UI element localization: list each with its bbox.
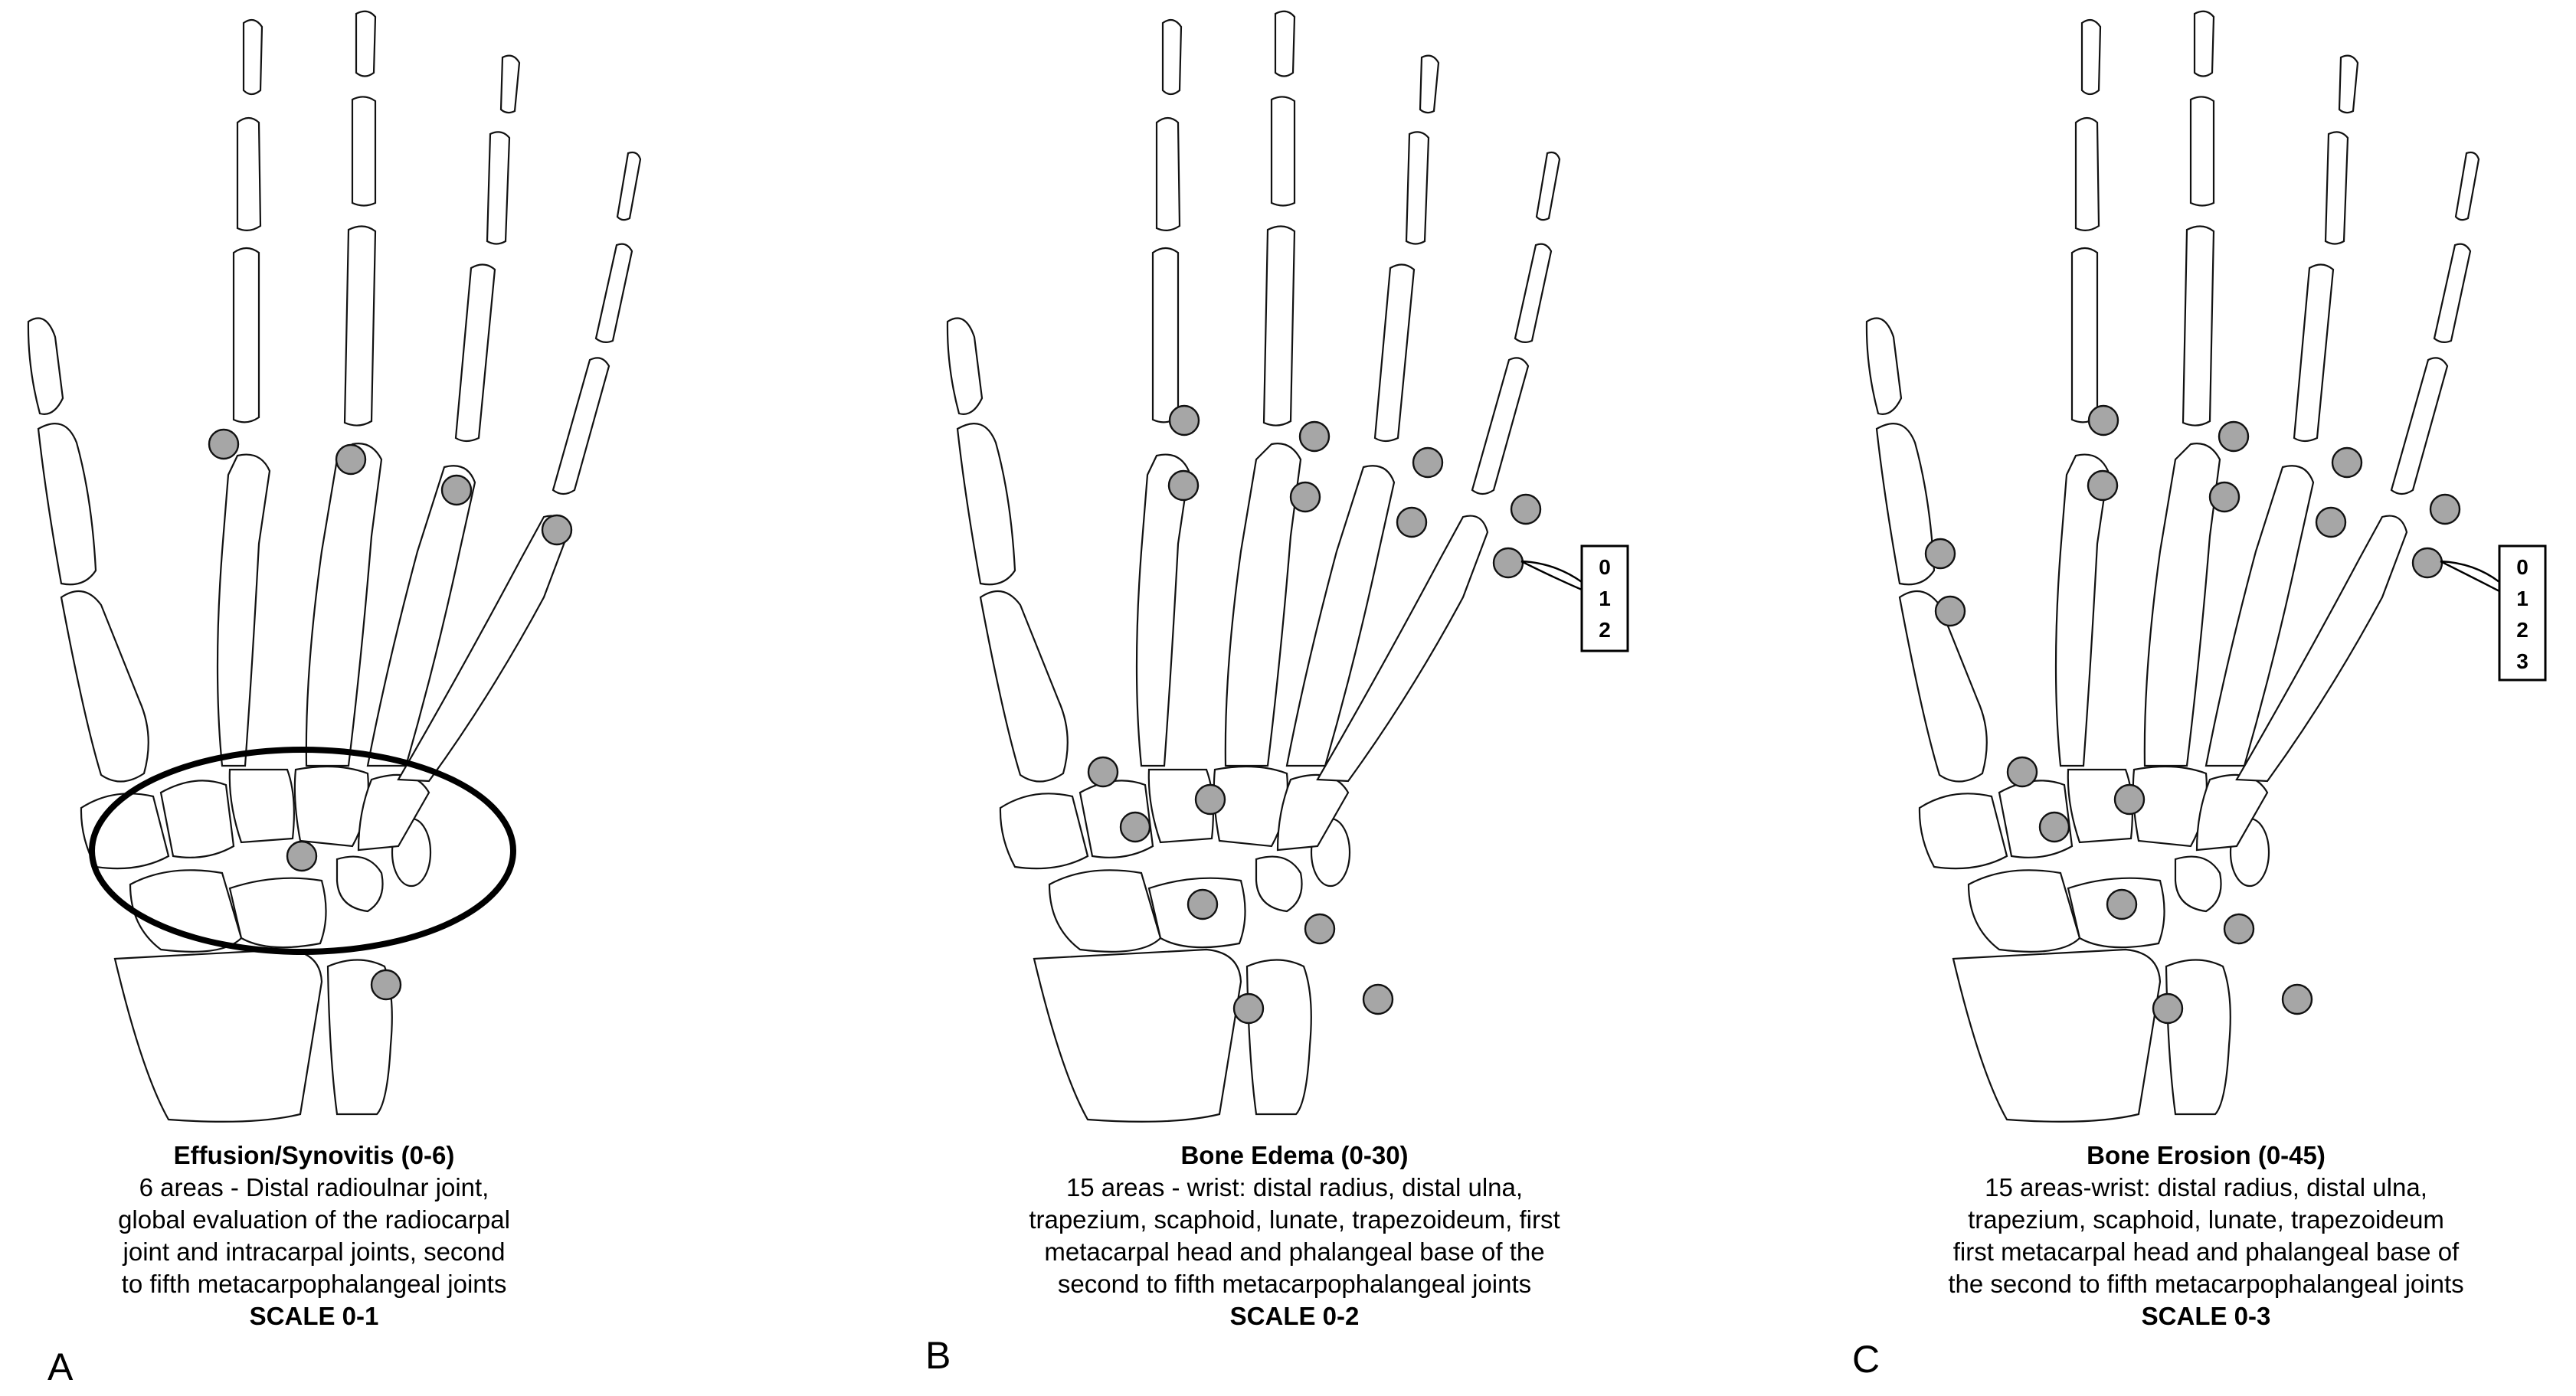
joint-marker	[370, 969, 402, 1001]
joint-marker	[1168, 404, 1200, 436]
caption-line: to fifth metacarpophalangeal joints	[121, 1270, 507, 1298]
caption-line: first metacarpal head and phalangeal bas…	[1952, 1237, 2460, 1266]
joint-marker	[1492, 547, 1524, 579]
caption-title: Effusion/Synovitis (0-6)	[173, 1141, 455, 1169]
caption-line: 15 areas - wrist: distal radius, distal …	[1065, 1173, 1524, 1201]
joint-marker	[1087, 756, 1119, 788]
joint-marker	[2411, 547, 2443, 579]
score-option-b-1: 1	[1599, 587, 1611, 610]
markers-a	[208, 428, 573, 1001]
joint-marker	[2218, 420, 2250, 453]
score-option-b-2: 2	[1599, 618, 1611, 642]
hand-c	[1865, 10, 2480, 1123]
panel-letter-c: C	[1852, 1338, 1880, 1381]
score-option-c-0: 0	[2516, 555, 2529, 579]
score-option-c-1: 1	[2516, 587, 2529, 610]
joint-marker	[2038, 811, 2070, 843]
caption-title: Bone Erosion (0-45)	[2087, 1141, 2326, 1169]
caption-scale: SCALE 0-3	[2141, 1302, 2271, 1330]
panel-letter-a: A	[47, 1345, 74, 1388]
joint-marker	[286, 840, 318, 872]
joint-marker	[2281, 983, 2313, 1015]
joint-marker	[335, 443, 367, 476]
caption-line: second to fifth metacarpophalangeal join…	[1057, 1270, 1532, 1298]
joint-marker	[1412, 446, 1444, 479]
hand-b	[946, 10, 1561, 1123]
caption-title: Bone Edema (0-30)	[1180, 1141, 1409, 1169]
caption-line: trapezium, scaphoid, lunate, trapezoideu…	[1968, 1205, 2444, 1234]
joint-marker	[2106, 888, 2138, 920]
joint-marker	[1289, 481, 1321, 513]
joint-marker	[2087, 404, 2119, 436]
joint-marker	[1167, 469, 1200, 502]
caption-scale: SCALE 0-2	[1229, 1302, 1360, 1330]
joint-marker	[2331, 446, 2363, 479]
score-option-b-0: 0	[1599, 555, 1611, 579]
scale-leader-b	[1520, 560, 1583, 591]
markers-b	[1087, 404, 1542, 1025]
joint-marker	[1934, 595, 1966, 627]
wrist-region-oval	[89, 747, 516, 955]
score-option-c-2: 2	[2516, 618, 2529, 642]
caption-line: metacarpal head and phalangeal base of t…	[1044, 1237, 1545, 1266]
caption-b: Bone Edema (0-30) 15 areas - wrist: dist…	[973, 1139, 1616, 1332]
joint-marker	[2006, 756, 2038, 788]
scale-box-c	[2498, 544, 2547, 682]
joint-marker	[2113, 783, 2146, 816]
caption-line: 6 areas - Distal radioulnar joint,	[139, 1173, 489, 1201]
caption-c: Bone Erosion (0-45) 15 areas-wrist: dist…	[1884, 1139, 2528, 1332]
caption-line: 15 areas-wrist: distal radius, distal ul…	[1985, 1173, 2427, 1201]
caption-line: the second to fifth metacarpophalangeal …	[1948, 1270, 2464, 1298]
joint-marker	[1187, 888, 1219, 920]
panel-letter-b: B	[925, 1334, 951, 1377]
joint-marker	[1232, 992, 1265, 1025]
caption-line: trapezium, scaphoid, lunate, trapezoideu…	[1029, 1205, 1560, 1234]
joint-marker	[2208, 481, 2240, 513]
joint-marker	[1194, 783, 1226, 816]
caption-a: Effusion/Synovitis (0-6) 6 areas - Dista…	[92, 1139, 536, 1332]
joint-marker	[541, 514, 573, 546]
joint-marker	[2223, 913, 2255, 945]
joint-marker	[2429, 493, 2461, 525]
joint-marker	[2087, 469, 2119, 502]
joint-marker	[208, 428, 240, 460]
joint-marker	[1119, 811, 1151, 843]
scale-box-b	[1580, 544, 1629, 652]
joint-marker	[1396, 506, 1428, 538]
score-option-c-3: 3	[2516, 649, 2529, 673]
joint-marker	[2152, 992, 2184, 1025]
caption-line: joint and intracarpal joints, second	[123, 1237, 506, 1266]
hand-a	[27, 10, 642, 1123]
caption-scale: SCALE 0-1	[249, 1302, 379, 1330]
scale-leader-c	[2440, 560, 2500, 593]
caption-line: global evaluation of the radiocarpal	[118, 1205, 510, 1234]
joint-marker	[1510, 493, 1542, 525]
joint-marker	[1304, 913, 1336, 945]
markers-c	[1924, 404, 2461, 1025]
joint-marker	[2315, 506, 2347, 538]
joint-marker	[440, 474, 473, 506]
joint-marker	[1362, 983, 1394, 1015]
joint-marker	[1298, 420, 1331, 453]
joint-marker	[1924, 538, 1956, 570]
